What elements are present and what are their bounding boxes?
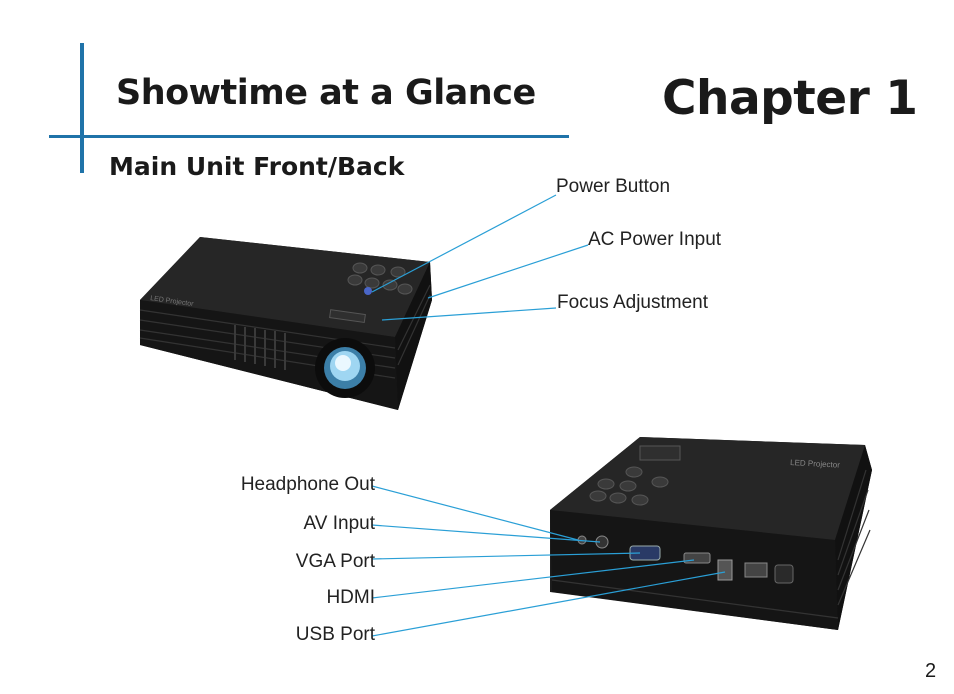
label-ac-power-input: AC Power Input bbox=[588, 229, 722, 250]
chapter-heading: Chapter 1 bbox=[662, 71, 918, 126]
page-number: 2 bbox=[925, 660, 937, 682]
section-title: Showtime at a Glance bbox=[116, 73, 536, 113]
label-usb-port: USB Port bbox=[295, 624, 375, 645]
subtitle: Main Unit Front/Back bbox=[109, 152, 405, 181]
label-vga-port: VGA Port bbox=[295, 551, 375, 572]
vertical-accent-bar bbox=[80, 43, 84, 173]
horizontal-accent-bar bbox=[49, 135, 569, 138]
svg-text:LED Projector: LED Projector bbox=[790, 458, 841, 470]
projector-front-image: LED Projector bbox=[139, 237, 432, 410]
label-focus-adjustment: Focus Adjustment bbox=[557, 292, 709, 313]
callout-lines bbox=[371, 194, 726, 637]
label-headphone-out: Headphone Out bbox=[240, 474, 375, 495]
label-power-button: Power Button bbox=[556, 176, 671, 197]
label-hdmi: HDMI bbox=[326, 587, 375, 608]
projector-back-image: LED Projector bbox=[550, 437, 872, 630]
label-av-input: AV Input bbox=[303, 513, 375, 534]
